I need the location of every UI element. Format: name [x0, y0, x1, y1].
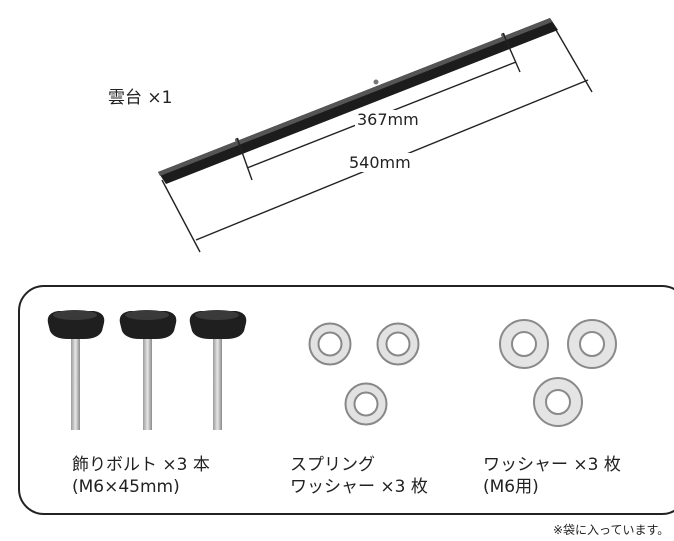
bolt-1: [47, 310, 105, 430]
outer-dimension-label: 540mm: [347, 153, 413, 172]
parts-box: [18, 285, 674, 515]
spring-washer-label-line2: ワッシャー ×3 枚: [290, 477, 428, 497]
bolt-label-line2: (M6×45mm): [72, 477, 180, 497]
washer-3: [533, 377, 583, 427]
washer-1: [499, 319, 549, 369]
spring-washer-2: [376, 322, 420, 366]
washer-label-line1: ワッシャー ×3 枚: [483, 455, 621, 475]
spring-washer-1: [308, 322, 352, 366]
spring-washers-illustration: [308, 322, 420, 426]
inner-dimension-label: 367mm: [355, 110, 421, 129]
spring-washer-3: [344, 382, 388, 426]
washer-2: [567, 319, 617, 369]
washer-label-line2: (M6用): [483, 477, 539, 497]
dim-line-540: [161, 29, 593, 253]
mount-rail-drawing: [158, 18, 593, 253]
decorative-bolts-illustration: [47, 310, 247, 430]
mount-name-label: 雲台 ×1: [108, 88, 173, 108]
washers-illustration: [499, 319, 617, 427]
bag-footnote: ※袋に入っています。: [553, 523, 670, 537]
spring-washer-label-line1: スプリング: [290, 455, 375, 475]
bolt-label-line1: 飾りボルト ×3 本: [72, 455, 210, 475]
bolt-2: [119, 310, 177, 430]
bolt-3: [189, 310, 247, 430]
